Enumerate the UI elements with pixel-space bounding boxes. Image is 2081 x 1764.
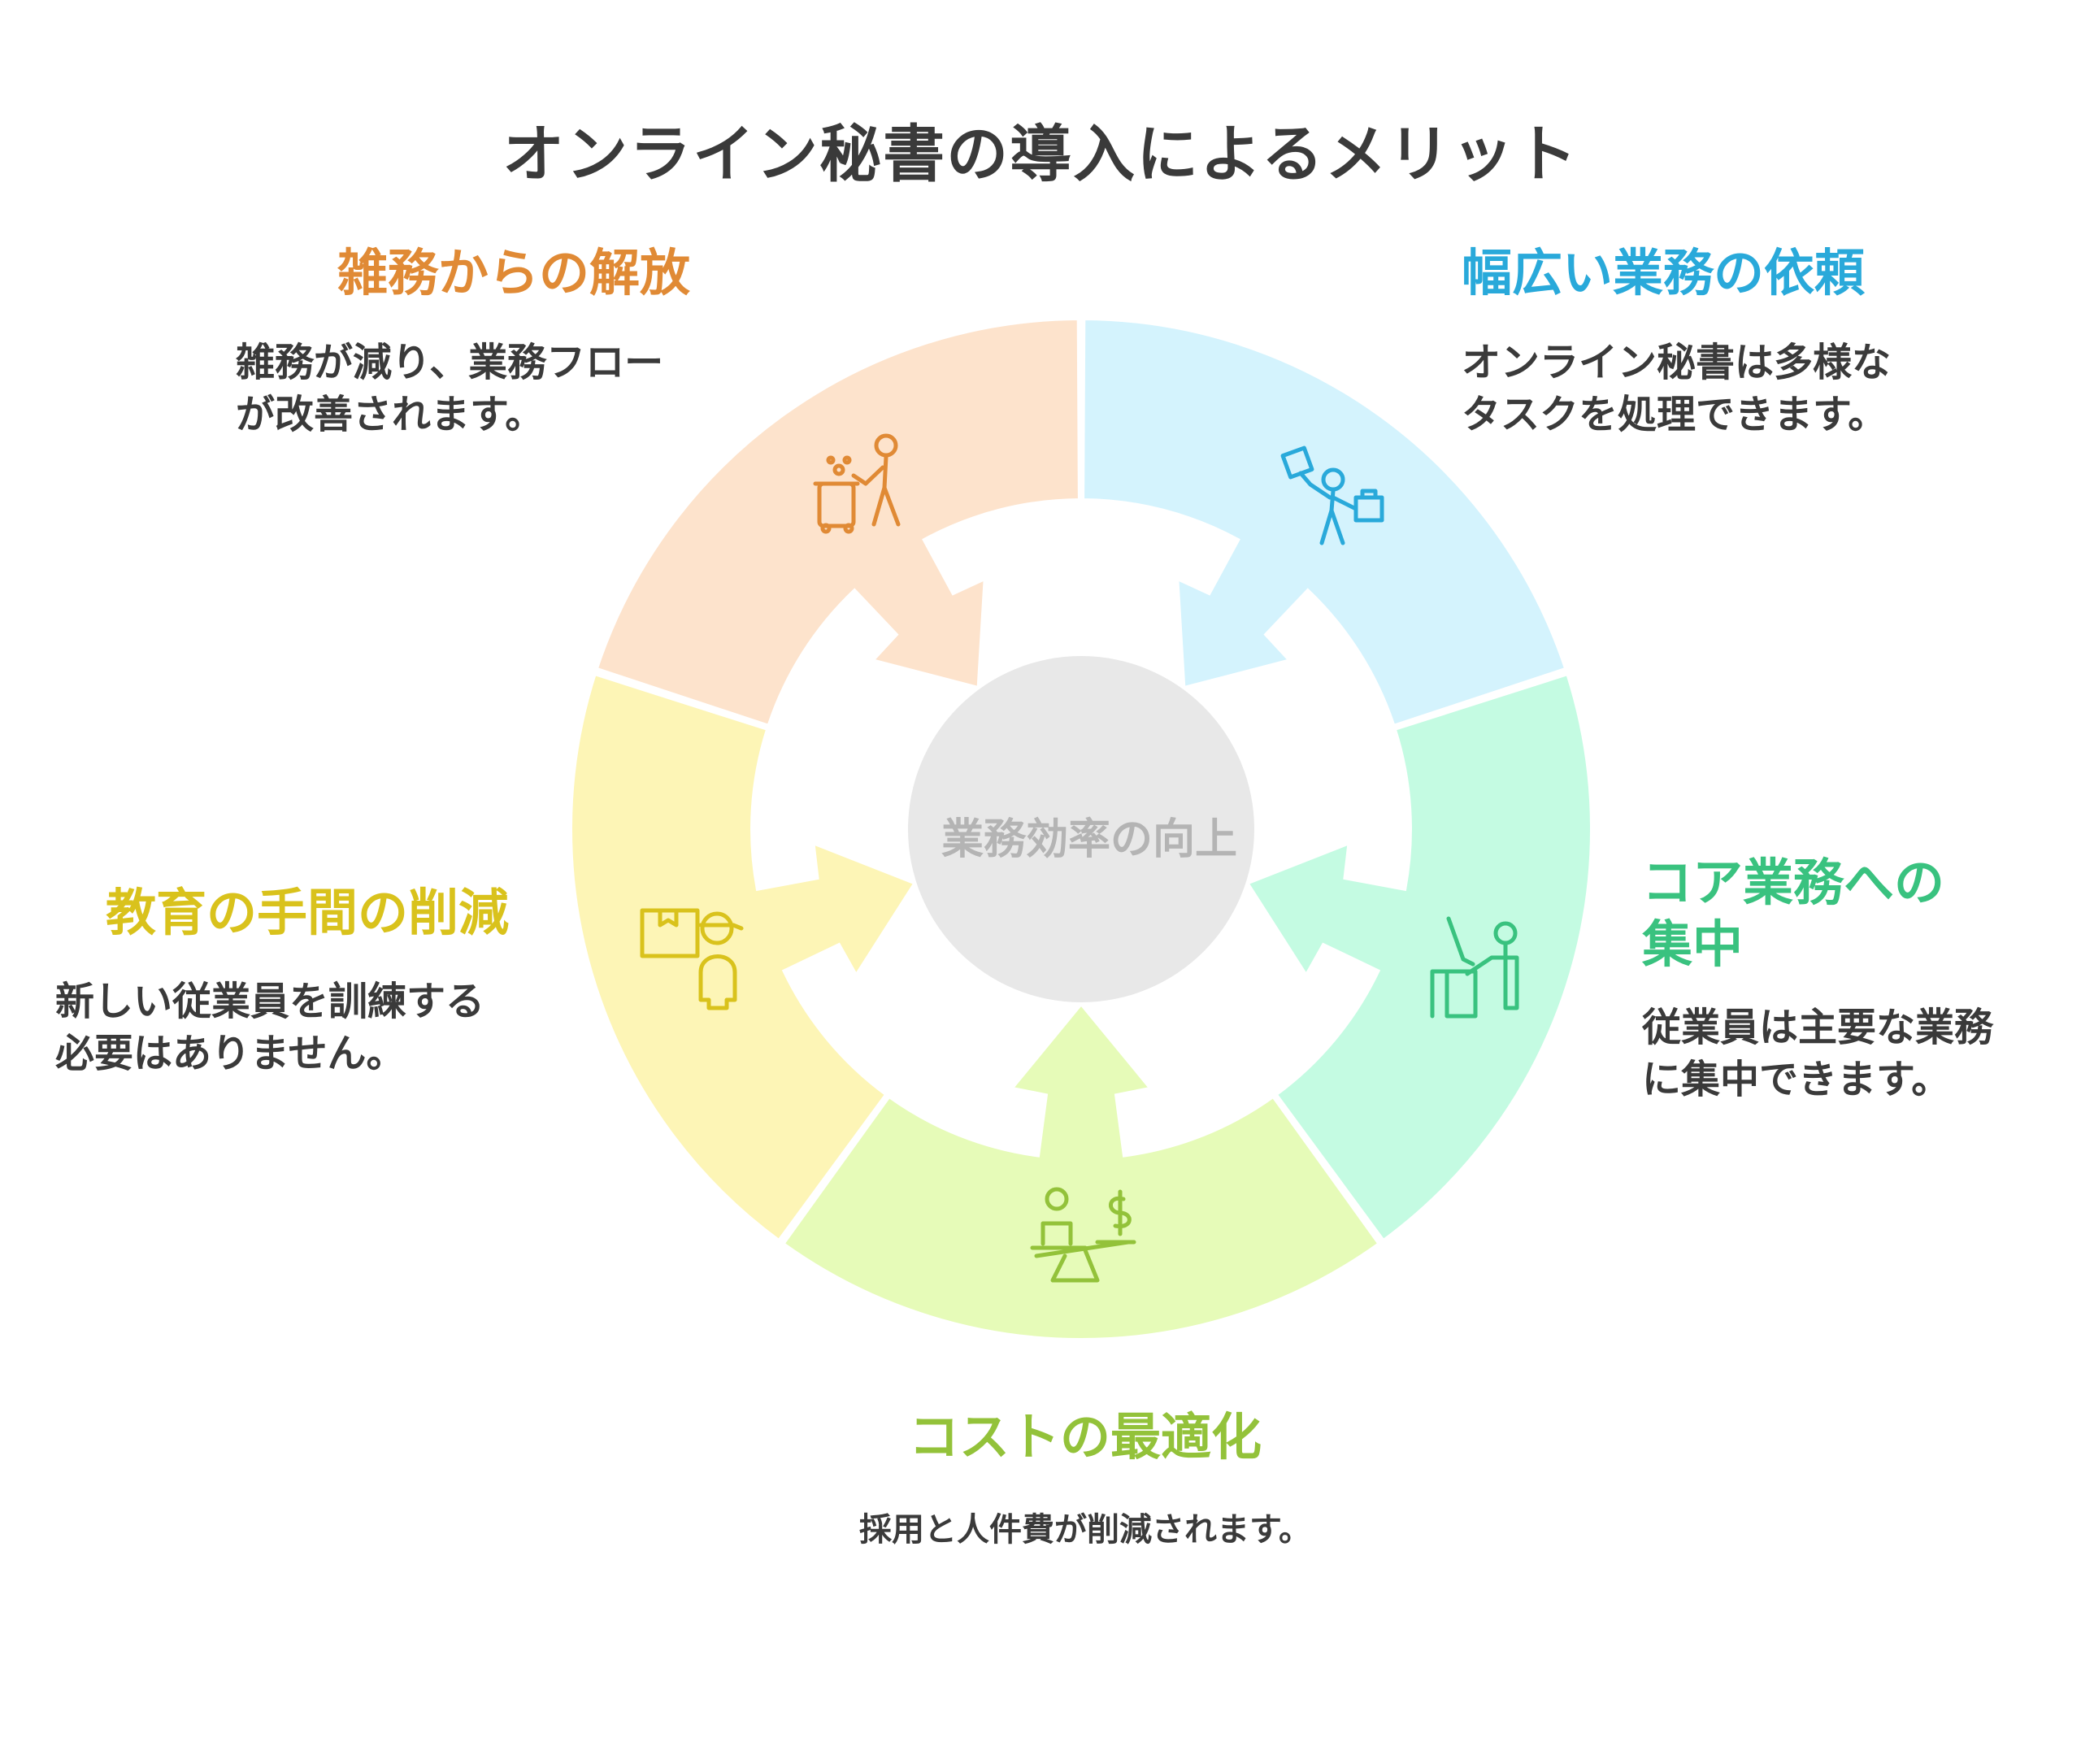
- heading-cost-optimization: コストの最適化: [908, 1407, 1262, 1466]
- desc-wide-tasks: オンライン秘書は多様な タスクを処理できます。: [1462, 340, 1892, 437]
- desc-core-focus: 従業員は主要な業務 に集中できます。: [1642, 1005, 1994, 1102]
- heading-core-focus: コア業務への 集中: [1642, 853, 1945, 974]
- delivery-person-icon: [640, 908, 744, 1010]
- person-at-desk-icon: [1430, 916, 1519, 1019]
- heading-wide-tasks: 幅広い業務の依頼: [1462, 243, 1866, 302]
- segment-wide-tasks: [1081, 316, 1568, 728]
- segment-less-training: [569, 671, 918, 1243]
- multitasking-person-icon: [1280, 445, 1384, 545]
- desc-cost-optimization: 採用と人件費が削減されます。: [859, 1511, 1311, 1549]
- heading-less-training: 教育の手間の削減: [106, 883, 510, 942]
- diagram-title: オンライン秘書の導入によるメリット: [502, 118, 1579, 190]
- segment-core-focus: [1245, 671, 1593, 1243]
- heading-free-from-chores: 雑務からの解放: [337, 243, 691, 302]
- center-label: 業務効率の向上: [941, 815, 1237, 864]
- desc-less-training: 新しい従業員を訓練する 必要はありません。: [55, 979, 485, 1076]
- scale-person-dollar-icon: [1030, 1187, 1136, 1283]
- segment-free-from-chores: [594, 316, 1081, 728]
- janitor-icon: [813, 433, 901, 534]
- center-circle: [908, 656, 1254, 1002]
- segment-cost-optimization: [780, 1001, 1382, 1342]
- desc-free-from-chores: 雑務が減り、業務フロー が改善されます。: [236, 340, 664, 437]
